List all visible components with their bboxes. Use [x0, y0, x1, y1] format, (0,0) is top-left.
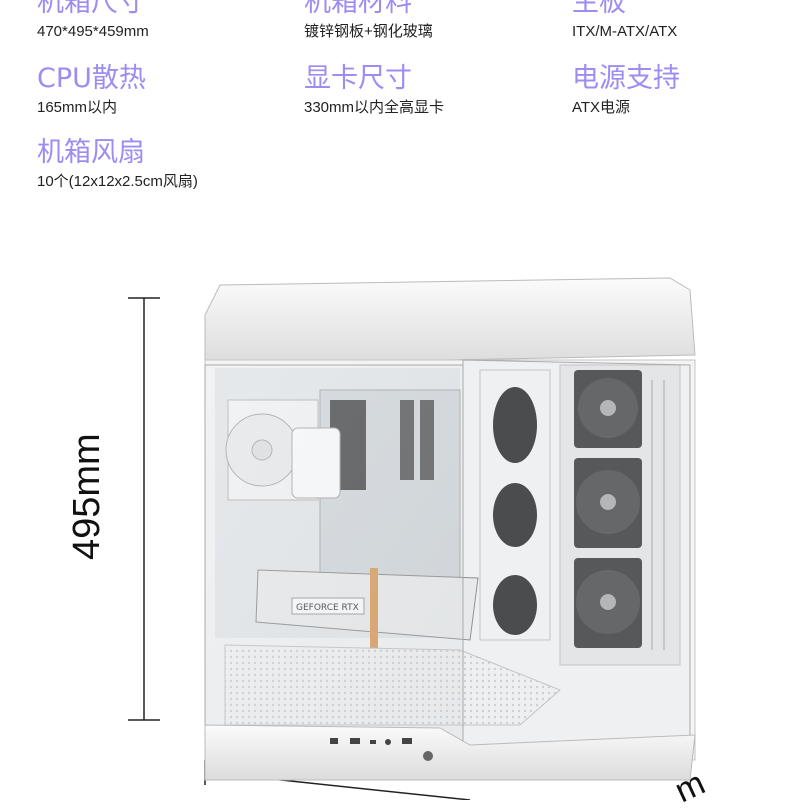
- spec-case-size: 机箱尺寸 470*495*459mm: [37, 0, 149, 42]
- glass-side-panel: [204, 364, 464, 746]
- spec-value: 10个(12x12x2.5cm风扇): [37, 173, 198, 190]
- spec-case-material: 机箱材料 镀锌钢板+钢化玻璃: [304, 0, 433, 42]
- spec-title: 机箱风扇: [37, 137, 145, 168]
- case-top-panel: [204, 277, 696, 366]
- spec-gpu-size: 显卡尺寸 330mm以内全高显卡: [304, 62, 444, 118]
- spec-title: 机箱材料: [304, 0, 412, 18]
- side-fans: [574, 370, 642, 648]
- case-base: [204, 724, 696, 781]
- spec-psu-support: 电源支持 ATX电源: [572, 62, 680, 118]
- spec-value: ATX电源: [572, 99, 631, 116]
- spec-title: 主板: [572, 0, 626, 18]
- right-glass-panel: [462, 359, 691, 746]
- spec-motherboard: 主板 ITX/M-ATX/ATX: [572, 0, 677, 42]
- spec-title: CPU散热: [37, 63, 146, 94]
- spec-value: 470*495*459mm: [37, 23, 149, 40]
- spec-title: 显卡尺寸: [304, 63, 412, 94]
- spec-value: 镀锌钢板+钢化玻璃: [304, 23, 433, 40]
- spec-cpu-cooler: CPU散热 165mm以内: [37, 62, 146, 118]
- spec-value: ITX/M-ATX/ATX: [572, 23, 678, 40]
- spec-value: 330mm以内全高显卡: [304, 99, 445, 116]
- spec-case-fans: 机箱风扇 10个(12x12x2.5cm风扇): [37, 136, 198, 192]
- spec-title: 机箱尺寸: [37, 0, 145, 18]
- front-io-ports: [330, 738, 433, 761]
- spec-value: 165mm以内: [37, 99, 118, 116]
- spec-title: 电源支持: [572, 63, 680, 94]
